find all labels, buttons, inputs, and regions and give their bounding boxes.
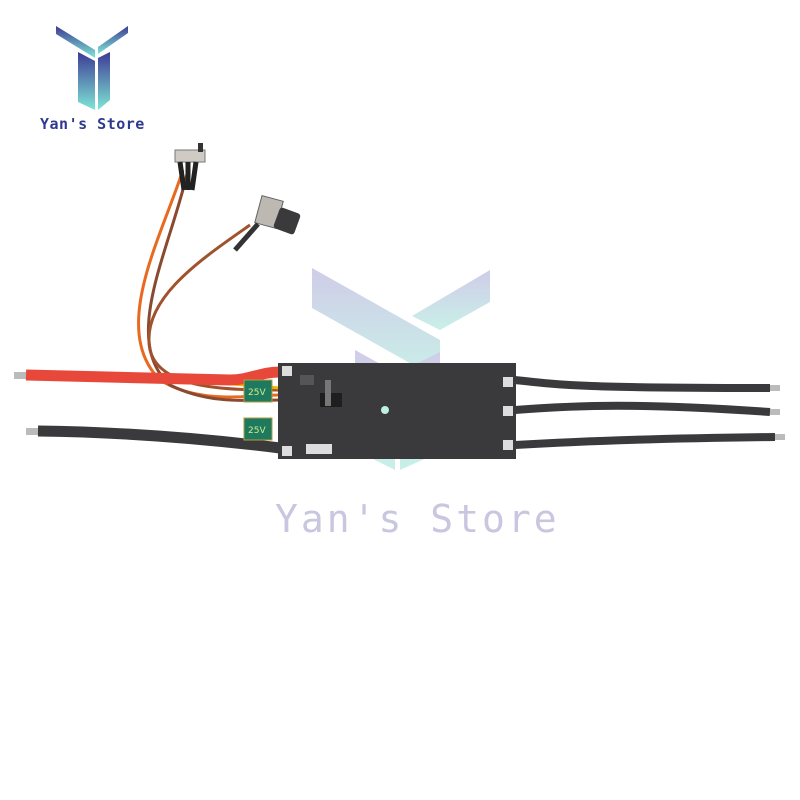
potentiometer-icon (233, 195, 301, 252)
capacitor-icon: 25V (243, 417, 273, 441)
slide-switch-icon (174, 143, 206, 191)
watermark-text: Yan's Store (275, 497, 560, 541)
power-negative-wire (26, 425, 281, 454)
signal-wires (137, 169, 281, 403)
motor-phase-wires (514, 376, 776, 449)
svg-text:25V: 25V (248, 388, 266, 398)
power-positive-wire (14, 366, 281, 386)
svg-text:25V: 25V (248, 426, 266, 436)
store-logo-icon (56, 26, 128, 110)
esc-board (278, 363, 516, 459)
capacitor-icon: 25V (243, 379, 273, 403)
wire-tips (770, 385, 785, 440)
store-logo-text: Yan's Store (40, 115, 145, 133)
